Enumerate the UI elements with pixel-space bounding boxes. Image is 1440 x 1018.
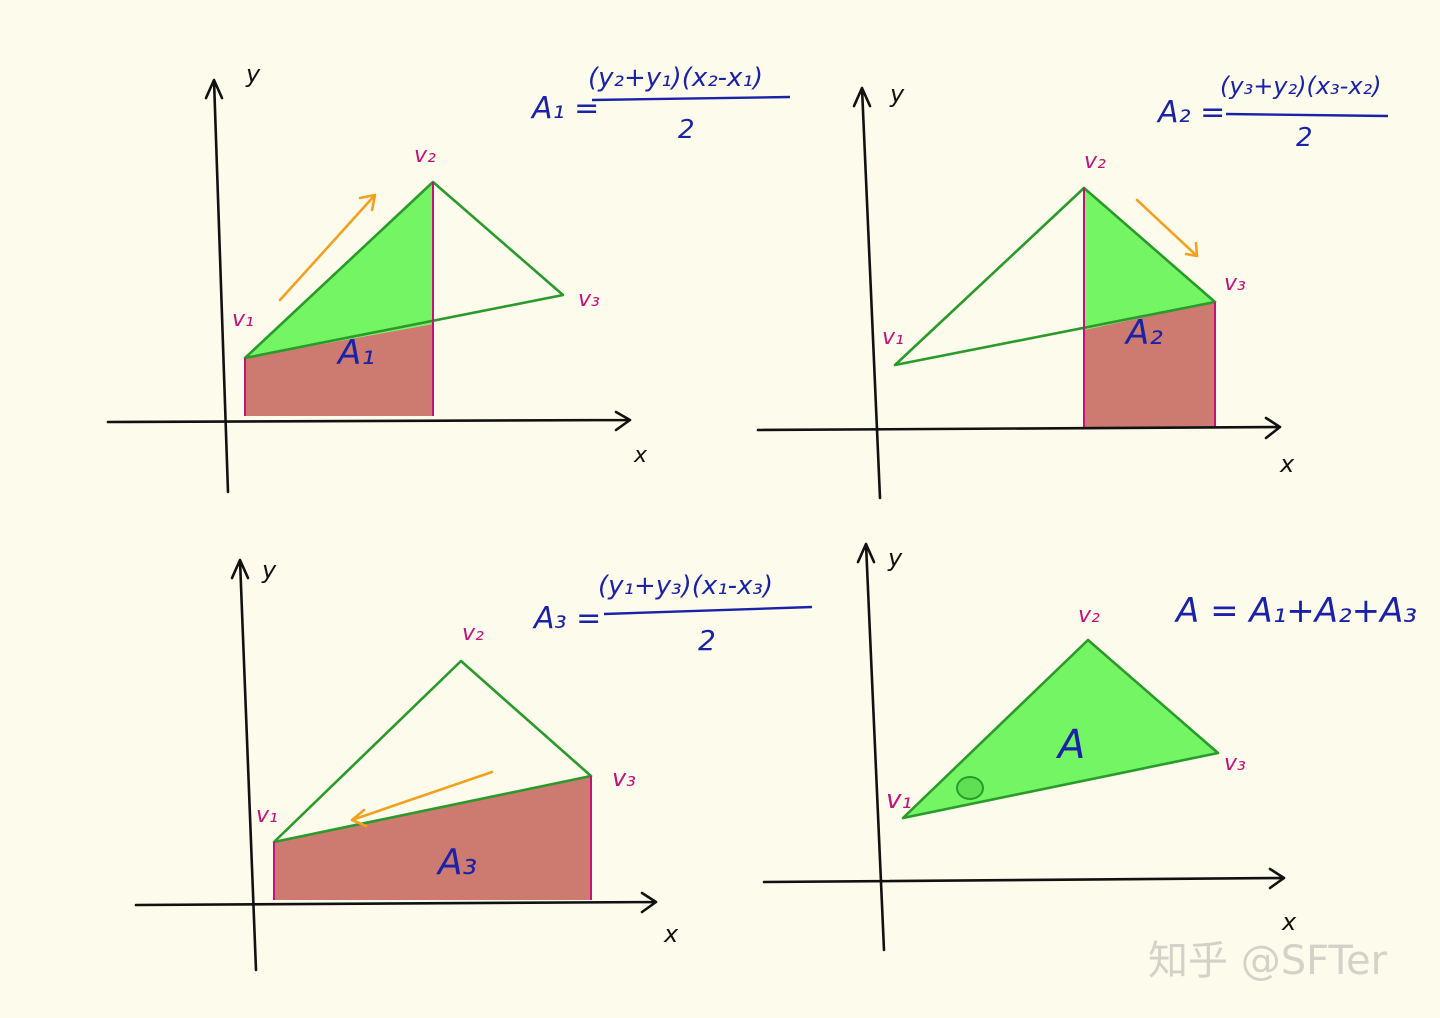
label-y: y bbox=[245, 60, 261, 88]
label-x: x bbox=[663, 920, 679, 948]
y-axis-1 bbox=[204, 78, 230, 494]
label-y: y bbox=[889, 80, 905, 108]
x-axis-1 bbox=[106, 410, 632, 432]
triangle-outline-3 bbox=[272, 659, 593, 844]
formula-a2: A₂ = (y₃+y₂)(x₃-x₂) 2 bbox=[1156, 72, 1389, 153]
y-axis-4 bbox=[856, 542, 886, 952]
direction-arrow-3 bbox=[350, 770, 494, 828]
label-v3: v₃ bbox=[1224, 751, 1246, 776]
label-v3: v₃ bbox=[1224, 271, 1246, 296]
direction-arrow-1 bbox=[278, 193, 377, 302]
trapezoid-a2 bbox=[1084, 302, 1215, 428]
area-label-a: A bbox=[1055, 722, 1085, 768]
y-axis-3 bbox=[230, 558, 258, 972]
formula-lhs: A₁ = bbox=[530, 91, 599, 126]
x-axis-2 bbox=[756, 416, 1282, 440]
label-x: x bbox=[1281, 908, 1297, 936]
panel-4: v₁ v₂ v₃ x y A A = A₁+A₂+A₃ bbox=[762, 542, 1417, 952]
panel-2: v₁ v₂ v₃ x y A₂ A₂ = (y₃+y₂)(x₃-x₂) 2 bbox=[756, 72, 1389, 500]
fraction-bar bbox=[591, 95, 791, 102]
direction-arrow-2 bbox=[1135, 198, 1199, 258]
label-x: x bbox=[1279, 450, 1295, 478]
label-v1: v₁ bbox=[256, 803, 278, 828]
triangle-outline-4 bbox=[901, 638, 1220, 820]
label-v1: v₁ bbox=[232, 307, 254, 332]
label-y: y bbox=[887, 544, 903, 572]
formula-numerator: (y₃+y₂)(x₃-x₂) bbox=[1220, 72, 1382, 100]
formula-lhs: A₂ = bbox=[1156, 95, 1225, 130]
formula-denominator: 2 bbox=[1296, 123, 1313, 153]
fill-blob bbox=[956, 776, 984, 800]
triangle-outline-1 bbox=[243, 180, 565, 360]
formula-numerator: (y₂+y₁)(x₂-x₁) bbox=[588, 63, 763, 93]
formula-a1: A₁ = (y₂+y₁)(x₂-x₁) 2 bbox=[530, 63, 791, 145]
label-v2: v₂ bbox=[414, 143, 436, 168]
area-label-a2: A₂ bbox=[1124, 313, 1163, 353]
formula-a3: A₃ = (y₁+y₃)(x₁-x₃) 2 bbox=[532, 571, 813, 657]
panel-3: v₁ v₂ v₃ x y A₃ A₃ = (y₁+y₃)(x₁-x₃) 2 bbox=[134, 556, 813, 972]
y-axis-2 bbox=[852, 86, 882, 500]
label-v2: v₂ bbox=[1084, 149, 1106, 174]
triangle-fill-4 bbox=[903, 640, 1218, 818]
triangle-outline-2 bbox=[893, 186, 1217, 367]
trapezoid-a1 bbox=[245, 324, 433, 416]
label-v3: v₃ bbox=[578, 287, 600, 312]
formula-lhs: A₃ = bbox=[532, 601, 601, 636]
trapezoid-a3 bbox=[274, 776, 591, 900]
x-axis-3 bbox=[134, 891, 658, 914]
label-v2: v₂ bbox=[462, 621, 484, 646]
watermark: 知乎 @SFTer bbox=[1148, 938, 1388, 984]
fraction-bar bbox=[603, 605, 813, 616]
formula-total: A = A₁+A₂+A₃ bbox=[1174, 591, 1417, 631]
formula-denominator: 2 bbox=[678, 115, 695, 145]
label-v1: v₁ bbox=[886, 785, 912, 815]
label-x: x bbox=[633, 443, 648, 468]
panel-1: v₁ v₂ v₃ x y A₁ A₁ = (y₂+y₁)(x₂-x₁) 2 bbox=[106, 60, 791, 494]
label-v1: v₁ bbox=[882, 325, 904, 350]
formula-numerator: (y₁+y₃)(x₁-x₃) bbox=[598, 571, 773, 601]
label-y: y bbox=[261, 556, 277, 584]
triangle-fill-2 bbox=[1084, 188, 1215, 330]
formula-denominator: 2 bbox=[698, 624, 716, 657]
label-v3: v₃ bbox=[612, 764, 636, 792]
area-label-a3: A₃ bbox=[436, 842, 477, 883]
fraction-bar bbox=[1225, 112, 1389, 118]
label-v2: v₂ bbox=[1078, 603, 1100, 628]
x-axis-4 bbox=[762, 867, 1286, 890]
area-label-a1: A₁ bbox=[336, 333, 375, 373]
